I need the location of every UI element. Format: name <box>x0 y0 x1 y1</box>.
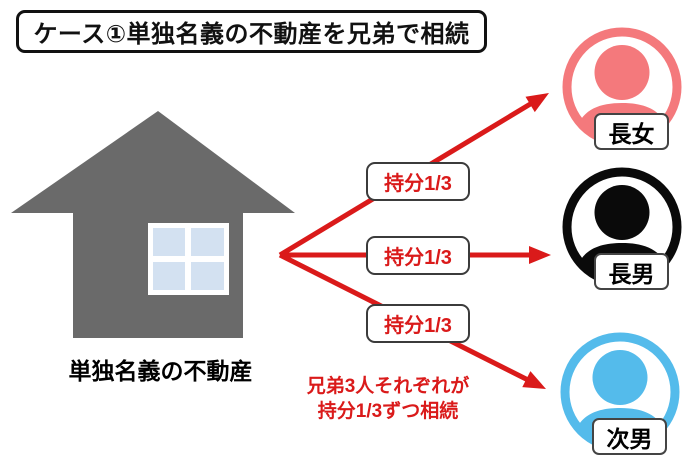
arrow-head-to-eldest-daughter <box>525 93 549 113</box>
arrow-head-to-eldest-son <box>529 246 551 264</box>
diagram-title-text: ケース①単独名義の不動産を兄弟で相続 <box>33 21 470 48</box>
person-label-eldest-daughter: 長女 <box>594 113 669 150</box>
house-roof <box>11 111 295 213</box>
diagram-title: ケース①単独名義の不動産を兄弟で相続 <box>16 10 487 53</box>
window-mullion-horizontal <box>153 256 224 262</box>
arrow-head-to-second-son <box>522 371 546 389</box>
person-name-second-son: 次男 <box>606 425 653 452</box>
note-line-2: 持分1/3ずつ相続 <box>317 401 459 423</box>
share-label-top: 持分1/3 <box>366 162 470 201</box>
share-label-bottom: 持分1/3 <box>366 304 470 343</box>
person-head <box>594 45 650 100</box>
note-line-1: 兄弟3人それぞれが <box>306 376 470 397</box>
person-head <box>592 350 648 405</box>
share-label-top-text: 持分1/3 <box>384 173 452 195</box>
share-label-middle: 持分1/3 <box>366 236 470 275</box>
person-label-second-son: 次男 <box>592 418 667 455</box>
house-label: 単独名義の不動産 <box>28 352 293 386</box>
share-label-bottom-text: 持分1/3 <box>384 315 452 337</box>
person-head <box>594 185 650 240</box>
share-label-middle-text: 持分1/3 <box>384 247 452 269</box>
person-label-eldest-son: 長男 <box>594 253 669 290</box>
person-name-eldest-daughter: 長女 <box>608 120 655 147</box>
house-label-text: 単独名義の不動産 <box>68 358 253 384</box>
person-name-eldest-son: 長男 <box>608 260 655 287</box>
house-icon <box>11 111 295 338</box>
note-text: 兄弟3人それぞれが 持分1/3ずつ相続 <box>293 374 483 424</box>
